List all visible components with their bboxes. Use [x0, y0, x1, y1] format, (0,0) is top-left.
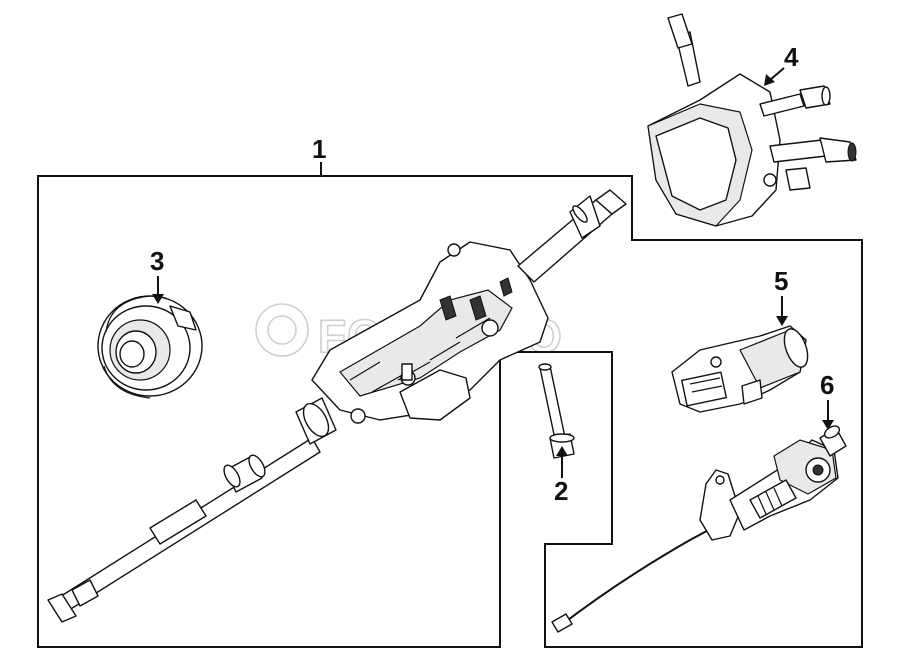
sensor-harness	[551, 425, 847, 633]
callout-2-arrowhead	[556, 446, 568, 456]
combination-switch	[647, 13, 857, 227]
callout-6: 6	[820, 370, 834, 400]
callout-4-arrowhead	[764, 74, 775, 86]
callout-5-arrowhead	[776, 316, 788, 326]
callout-6-arrowhead	[822, 420, 834, 430]
callout-4-arrow	[769, 67, 785, 81]
steering-column	[47, 189, 627, 623]
callout-1: 1	[312, 134, 326, 164]
actuator-motor	[671, 325, 809, 413]
callout-4: 4	[784, 42, 799, 72]
callout-2: 2	[554, 476, 568, 506]
callout-5: 5	[774, 266, 788, 296]
callout-3-arrowhead	[152, 294, 164, 304]
callout-3: 3	[150, 246, 164, 276]
assembly-frame	[37, 175, 863, 648]
bolt	[538, 363, 575, 459]
clock-spring	[97, 295, 203, 399]
